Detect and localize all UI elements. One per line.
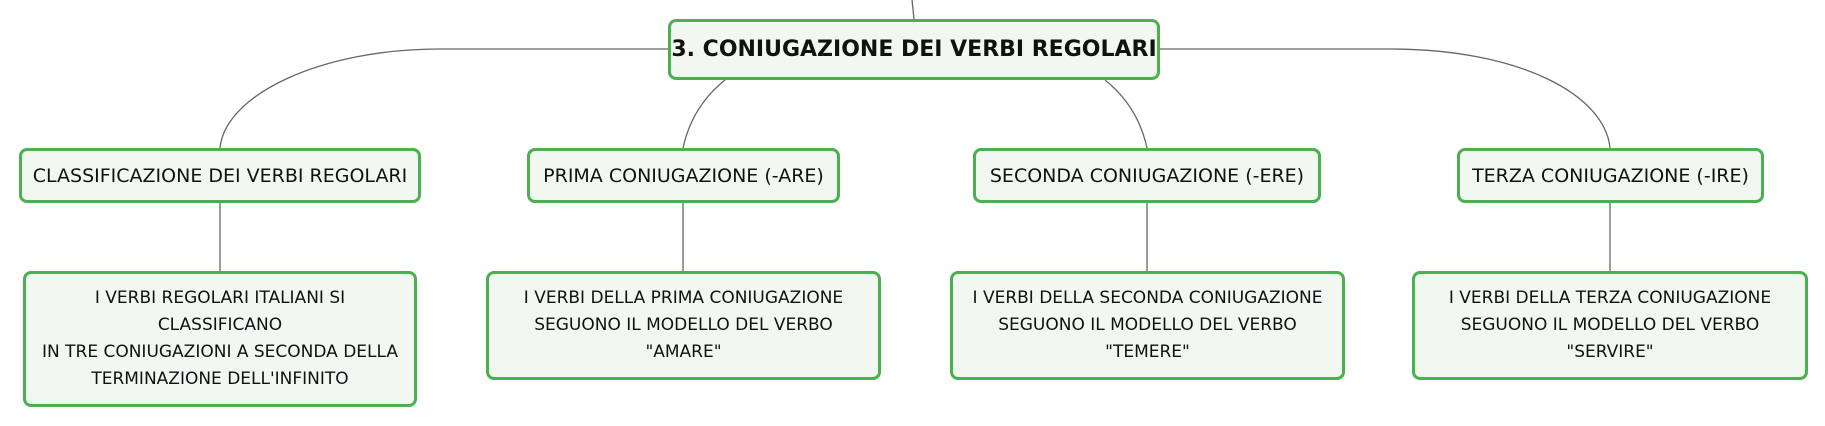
branch-node-label: TERZA CONIUGAZIONE (-IRE)	[1472, 164, 1749, 187]
branch-node-label: PRIMA CONIUGAZIONE (-ARE)	[543, 164, 824, 187]
detail-line: SEGUONO IL MODELLO DEL VERBO "SERVIRE"	[1460, 315, 1760, 362]
detail-node-text: I VERBI REGOLARI ITALIANI SI CLASSIFICAN…	[34, 285, 406, 393]
detail-node-terza-coniugazione[interactable]: I VERBI DELLA TERZA CONIUGAZIONE SEGUONO…	[1412, 271, 1808, 380]
detail-line: I VERBI REGOLARI ITALIANI SI CLASSIFICAN…	[94, 288, 346, 335]
connector-root-branch-3	[1104, 79, 1148, 149]
detail-line: I VERBI DELLA PRIMA CONIUGAZIONE	[523, 288, 844, 308]
branch-node-seconda-coniugazione[interactable]: SECONDA CONIUGAZIONE (-ERE)	[973, 148, 1321, 203]
detail-line: SEGUONO IL MODELLO DEL VERBO "AMARE"	[534, 315, 833, 362]
branch-node-prima-coniugazione[interactable]: PRIMA CONIUGAZIONE (-ARE)	[527, 148, 840, 203]
detail-node-text: I VERBI DELLA SECONDA CONIUGAZIONE SEGUO…	[961, 285, 1334, 366]
root-node-label: 3. CONIUGAZIONE DEI VERBI REGOLARI	[671, 37, 1157, 62]
detail-node-text: I VERBI DELLA TERZA CONIUGAZIONE SEGUONO…	[1423, 285, 1797, 366]
detail-line: TERMINAZIONE DELL'INFINITO	[91, 369, 349, 389]
detail-line: IN TRE CONIUGAZIONI A SECONDA DELLA	[41, 342, 399, 362]
root-node[interactable]: 3. CONIUGAZIONE DEI VERBI REGOLARI	[668, 19, 1160, 80]
detail-node-seconda-coniugazione[interactable]: I VERBI DELLA SECONDA CONIUGAZIONE SEGUO…	[950, 271, 1345, 380]
connector-incoming	[911, 0, 915, 20]
detail-node-text: I VERBI DELLA PRIMA CONIUGAZIONE SEGUONO…	[497, 285, 870, 366]
connector-root-branch-4	[1160, 48, 1611, 149]
branch-node-label: CLASSIFICAZIONE DEI VERBI REGOLARI	[32, 164, 408, 187]
detail-line: I VERBI DELLA SECONDA CONIUGAZIONE	[972, 288, 1323, 308]
detail-line: SEGUONO IL MODELLO DEL VERBO "TEMERE"	[998, 315, 1297, 362]
branch-node-label: SECONDA CONIUGAZIONE (-ERE)	[989, 164, 1305, 187]
detail-node-prima-coniugazione[interactable]: I VERBI DELLA PRIMA CONIUGAZIONE SEGUONO…	[486, 271, 881, 380]
detail-line: I VERBI DELLA TERZA CONIUGAZIONE	[1448, 288, 1772, 308]
detail-node-classificazione[interactable]: I VERBI REGOLARI ITALIANI SI CLASSIFICAN…	[23, 271, 417, 407]
branch-node-classificazione[interactable]: CLASSIFICAZIONE DEI VERBI REGOLARI	[19, 148, 421, 203]
branch-node-terza-coniugazione[interactable]: TERZA CONIUGAZIONE (-IRE)	[1457, 148, 1764, 203]
connector-root-branch-1	[219, 48, 668, 149]
connector-root-branch-2	[682, 79, 726, 149]
